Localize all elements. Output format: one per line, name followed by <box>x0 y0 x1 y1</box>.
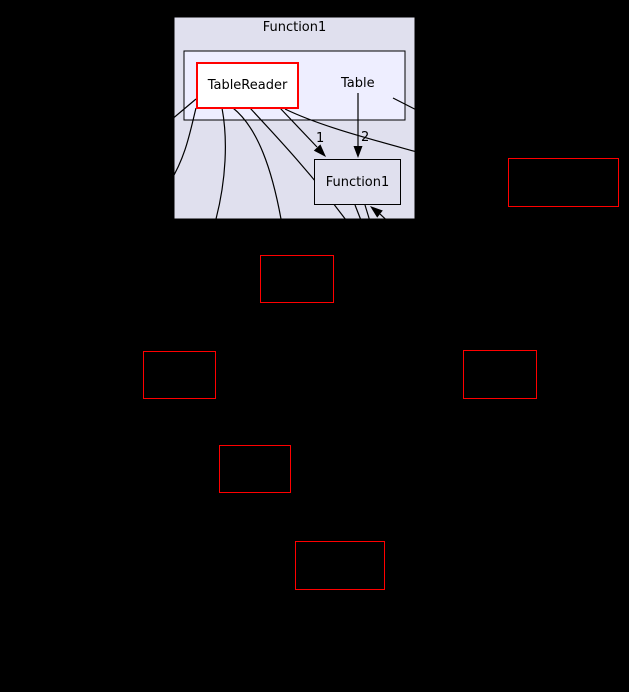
node-red-center-top[interactable] <box>260 255 334 303</box>
edge-function1-out-1 <box>354 204 365 229</box>
node-tablereader-label: TableReader <box>207 78 288 93</box>
edge-tablereader-down-2 <box>232 107 285 231</box>
arrowhead-2-icon <box>353 146 363 158</box>
node-red-left[interactable] <box>143 351 216 399</box>
edge-function1-out-2 <box>364 204 373 229</box>
node-red-bottom[interactable] <box>295 541 385 590</box>
edge-label-2[interactable]: 2 <box>361 130 370 145</box>
arrowhead-1-icon <box>313 144 326 157</box>
node-red-center-low[interactable] <box>219 445 291 493</box>
edge-tablereader-left-2 <box>162 107 197 197</box>
edge-tablereader-to-function1 <box>279 107 318 148</box>
node-red-right-top[interactable] <box>508 158 619 207</box>
edge-table-right-stub <box>392 97 443 124</box>
node-tablereader[interactable]: TableReader <box>196 62 299 109</box>
edge-tablereader-down-3 <box>249 107 353 229</box>
edge-tablereader-left-1 <box>157 98 197 132</box>
edge-tablereader-curve-right <box>284 108 456 167</box>
node-red-right-mid[interactable] <box>463 350 537 399</box>
node-function1[interactable]: Function1 <box>314 159 401 205</box>
edge-label-1[interactable]: 1 <box>316 131 325 146</box>
outer-cluster-label: Function1 <box>262 20 327 35</box>
inner-cluster-label[interactable]: Table <box>341 76 375 91</box>
arrowhead-into-function1-icon <box>370 206 383 218</box>
node-function1-label: Function1 <box>325 174 390 190</box>
edge-tablereader-down-1 <box>213 107 226 229</box>
edge-into-function1-bottom <box>379 213 415 247</box>
